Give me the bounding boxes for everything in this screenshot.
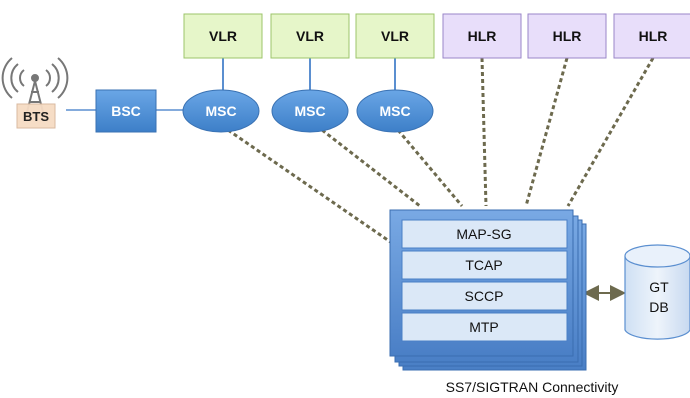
vlr-label-2: VLR <box>296 28 324 44</box>
gt-db-node[interactable]: GT DB <box>624 244 690 340</box>
hlr-node-1[interactable]: HLR <box>442 13 522 59</box>
layer-map-sg: MAP-SG <box>401 219 568 249</box>
msc-label-2: MSC <box>294 103 325 119</box>
msc-group: MSC MSC MSC <box>182 89 434 133</box>
hlr-group: HLR HLR HLR <box>442 13 690 59</box>
layer-label-tcap: TCAP <box>465 257 502 273</box>
vlr-label-3: VLR <box>381 28 409 44</box>
hlr1-stack-link <box>480 57 488 207</box>
antenna-tower-icon <box>1 57 69 117</box>
msc-node-3[interactable]: MSC <box>356 89 434 133</box>
msc3-stack-link <box>396 129 464 207</box>
msc2-stack-link <box>321 128 421 208</box>
msc-node-2[interactable]: MSC <box>271 89 349 133</box>
hlr-label-2: HLR <box>553 28 582 44</box>
hlr-label-1: HLR <box>468 28 497 44</box>
connections <box>66 57 655 301</box>
layer-label-sccp: SCCP <box>465 288 504 304</box>
layer-label-mtp: MTP <box>469 319 499 335</box>
hlr2-stack-link <box>524 57 569 207</box>
hlr3-stack-link <box>566 57 655 207</box>
vlr-node-3[interactable]: VLR <box>355 13 435 59</box>
db-label-db: DB <box>649 299 668 315</box>
vlr-node-2[interactable]: VLR <box>270 13 350 59</box>
msc-label-1: MSC <box>205 103 236 119</box>
database-icon <box>624 244 690 340</box>
bts-label: BTS <box>23 109 49 124</box>
vlr-group: VLR VLR VLR <box>183 13 435 59</box>
protocol-layers: MAP-SG TCAP SCCP MTP <box>401 219 568 342</box>
hlr-node-2[interactable]: HLR <box>527 13 607 59</box>
layer-sccp: SCCP <box>401 281 568 311</box>
ss7-stack[interactable]: MAP-SG TCAP SCCP MTP <box>389 209 587 371</box>
layer-mtp: MTP <box>401 312 568 342</box>
bsc-node[interactable]: BSC <box>95 89 157 133</box>
stack-caption: SS7/SIGTRAN Connectivity <box>446 379 619 395</box>
msc-label-3: MSC <box>379 103 410 119</box>
db-label-gt: GT <box>649 279 669 295</box>
layer-tcap: TCAP <box>401 250 568 280</box>
vlr-node-1[interactable]: VLR <box>183 13 263 59</box>
bsc-label: BSC <box>111 103 141 119</box>
msc-node-1[interactable]: MSC <box>182 89 260 133</box>
msc1-stack-link <box>227 128 393 245</box>
hlr-label-3: HLR <box>639 28 668 44</box>
vlr-label-1: VLR <box>209 28 237 44</box>
hlr-node-3[interactable]: HLR <box>613 13 690 59</box>
layer-label-map-sg: MAP-SG <box>456 226 511 242</box>
bts-node[interactable]: BTS <box>1 57 69 129</box>
